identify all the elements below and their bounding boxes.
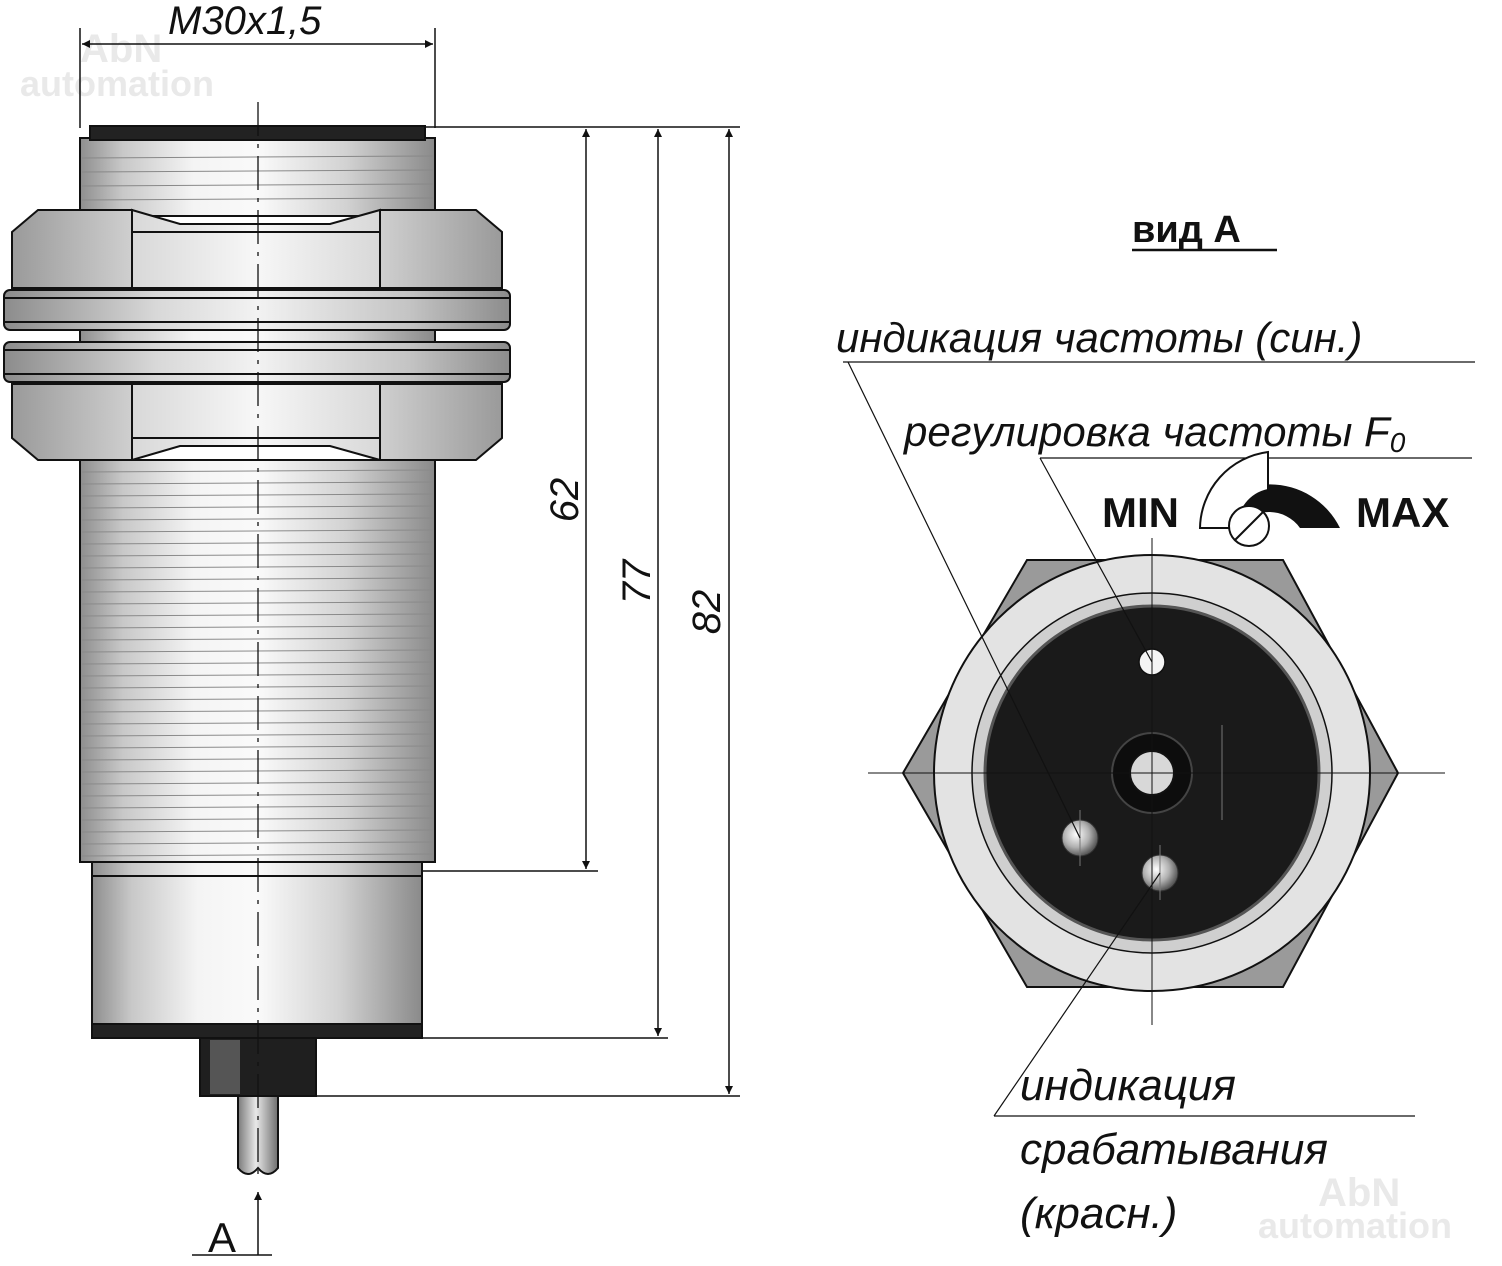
lower-housing [91, 875, 423, 1025]
view-a-marker-label: A [208, 1214, 236, 1261]
label-trigger-line1: индикация [1020, 1061, 1236, 1110]
thread-dimension [79, 28, 436, 128]
watermark-sub-bottom: automation [1258, 1205, 1452, 1246]
thread-line [81, 853, 434, 857]
view-a-centerlines [868, 538, 1445, 1025]
dim-77-label: 77 [615, 558, 659, 604]
upper-nut [11, 208, 503, 289]
label-freq-adjust-subscript: 0 [1390, 427, 1406, 458]
side-view [3, 125, 511, 1175]
leader-freq-adjust [1039, 457, 1153, 663]
watermark-top: AbN automation [20, 27, 214, 104]
leader-freq-indication [847, 361, 1081, 839]
watermark-bottom: AbN automation [1258, 1171, 1452, 1246]
min-label: MIN [1102, 489, 1179, 536]
height-dimensions [316, 126, 740, 1097]
washer-upper [3, 289, 511, 331]
dim-82-label: 82 [685, 590, 729, 635]
view-a-title: вид А [1132, 209, 1241, 251]
watermark-sub-top: automation [20, 63, 214, 104]
screwdriver-slot-icon [1228, 505, 1270, 547]
leader-trigger [993, 872, 1161, 1117]
label-freq-indication: индикация частоты (син.) [836, 314, 1362, 361]
thread-line [81, 529, 434, 533]
label-trigger-line3: (красн.) [1020, 1189, 1177, 1238]
thread-line [81, 625, 434, 629]
thread-label: M30x1,5 [168, 0, 322, 43]
watermark-brand-bottom: AbN [1318, 1171, 1400, 1215]
view-a-marker [192, 1192, 272, 1256]
thread-line [81, 637, 434, 641]
label-trigger-line2: срабатывания [1020, 1125, 1328, 1174]
label-freq-adjust-text: регулировка частоты F [902, 408, 1392, 455]
housing-bottom-rim [91, 1023, 423, 1039]
thread-line [81, 841, 434, 845]
thread-line [81, 745, 434, 749]
top-thread-section [79, 137, 436, 217]
watermark-brand-top: AbN [80, 27, 162, 71]
label-freq-adjust: регулировка частоты F0 [902, 408, 1406, 458]
washer-lower [3, 341, 511, 383]
housing-step [91, 861, 423, 877]
max-label: MAX [1356, 489, 1449, 536]
thread-line [81, 517, 434, 521]
lower-nut [11, 383, 503, 462]
dim-62-label: 62 [543, 478, 587, 523]
rotation-arc-icon [1198, 450, 1340, 529]
thread-line [81, 733, 434, 737]
